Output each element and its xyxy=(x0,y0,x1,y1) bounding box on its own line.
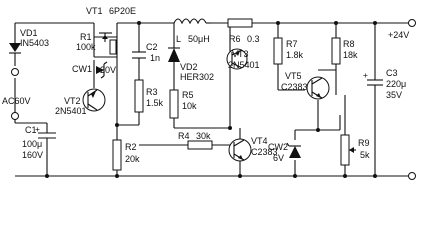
circuit-schematic: + xyxy=(2,6,416,180)
c1-voltage: 160V xyxy=(22,150,43,160)
vd1-part: IN5403 xyxy=(20,38,49,48)
r9-ref: R9 xyxy=(358,138,370,148)
output-voltage-label: +24V xyxy=(388,30,409,40)
vd1-diode-symbol xyxy=(9,43,21,66)
vd2-ref: VD2 xyxy=(180,62,198,72)
vt4-ref: VT4 xyxy=(251,136,268,146)
r8-resistor xyxy=(331,37,341,65)
vd2-diode-symbol xyxy=(168,47,180,62)
r4-resistor xyxy=(187,140,213,150)
l-value: 50μH xyxy=(188,34,210,44)
vt5-transistor-symbol xyxy=(306,76,330,100)
vt2-ref: VT2 xyxy=(64,96,81,106)
r6-ref: R6 xyxy=(229,34,241,44)
r1-value: 100k xyxy=(76,42,96,52)
c3-ref: C3 xyxy=(386,68,398,78)
c2-capacitor-symbol xyxy=(132,51,146,59)
r7-resistor xyxy=(273,37,283,65)
cw1-value: 20V xyxy=(100,65,116,75)
vt3-transistor-symbol xyxy=(226,48,248,70)
c1-ref: C1 xyxy=(25,125,37,135)
l-ref: L xyxy=(176,34,181,44)
r7-ref: R7 xyxy=(286,39,298,49)
cw2-ref: CW2 xyxy=(268,142,288,152)
input-terminal-bottom xyxy=(11,112,19,120)
r3-resistor xyxy=(134,79,144,113)
vt1-part: 6P20E xyxy=(109,6,136,16)
svg-text:+: + xyxy=(35,124,40,134)
c2-value: 1n xyxy=(150,53,160,63)
input-voltage-label: AC60V xyxy=(2,96,31,106)
cw2-zener-symbol xyxy=(286,142,301,158)
vt3-part: 2N5401 xyxy=(228,60,260,70)
r5-ref: R5 xyxy=(182,90,194,100)
r9-value: 5k xyxy=(360,150,370,160)
r6-value: 0.3 xyxy=(247,34,260,44)
vt3-ref: VT3 xyxy=(232,49,249,59)
vt1-transistor-symbol xyxy=(94,32,117,42)
r3-value: 1.5k xyxy=(146,98,164,108)
vt5-ref: VT5 xyxy=(285,71,302,81)
vt2-part: 2N5401 xyxy=(55,106,87,116)
c1-value: 100μ xyxy=(22,139,42,149)
r4-ref: R4 xyxy=(178,131,190,141)
c1-capacitor-symbol: + xyxy=(35,124,56,160)
r3-ref: R3 xyxy=(146,87,158,97)
r2-ref: R2 xyxy=(125,142,137,152)
r9-potentiometer-symbol xyxy=(340,134,356,166)
c2-ref: C2 xyxy=(146,42,158,52)
r1-ref: R1 xyxy=(80,32,92,42)
r8-value: 18k xyxy=(343,50,358,60)
svg-text:+: + xyxy=(363,70,368,80)
cw1-ref: CW1 xyxy=(72,64,92,74)
cw1-zener-symbol xyxy=(96,61,108,79)
junction-dots xyxy=(45,21,377,178)
r4-value: 30k xyxy=(196,131,211,141)
r7-value: 1.8k xyxy=(286,50,304,60)
r8-ref: R8 xyxy=(343,39,355,49)
c3-voltage: 35V xyxy=(386,90,402,100)
input-terminal-top xyxy=(11,68,19,76)
output-terminal-ground xyxy=(408,172,416,180)
cw2-value: 6V xyxy=(273,153,284,163)
r2-value: 20k xyxy=(125,154,140,164)
c3-value: 220μ xyxy=(386,79,406,89)
c3-capacitor-symbol: + xyxy=(363,70,383,95)
vt2-transistor-symbol xyxy=(82,88,106,112)
vt1-ref: VT1 xyxy=(86,6,103,16)
r2-resistor xyxy=(112,139,122,171)
r6-resistor xyxy=(227,18,253,28)
r1-resistor xyxy=(109,39,117,55)
vd2-part: HER302 xyxy=(180,72,214,82)
r5-resistor xyxy=(169,89,179,119)
labels: VD1 IN5403 VT1 6P20E R1 100k CW1 20V VT2… xyxy=(2,6,409,164)
vt5-part: C2383 xyxy=(281,82,308,92)
r5-value: 10k xyxy=(182,101,197,111)
vt4-part: C2383 xyxy=(251,147,278,157)
l-inductor-symbol xyxy=(173,18,211,25)
vt4-transistor-symbol xyxy=(228,138,252,162)
output-terminal-positive xyxy=(408,19,416,27)
vd1-ref: VD1 xyxy=(20,28,38,38)
